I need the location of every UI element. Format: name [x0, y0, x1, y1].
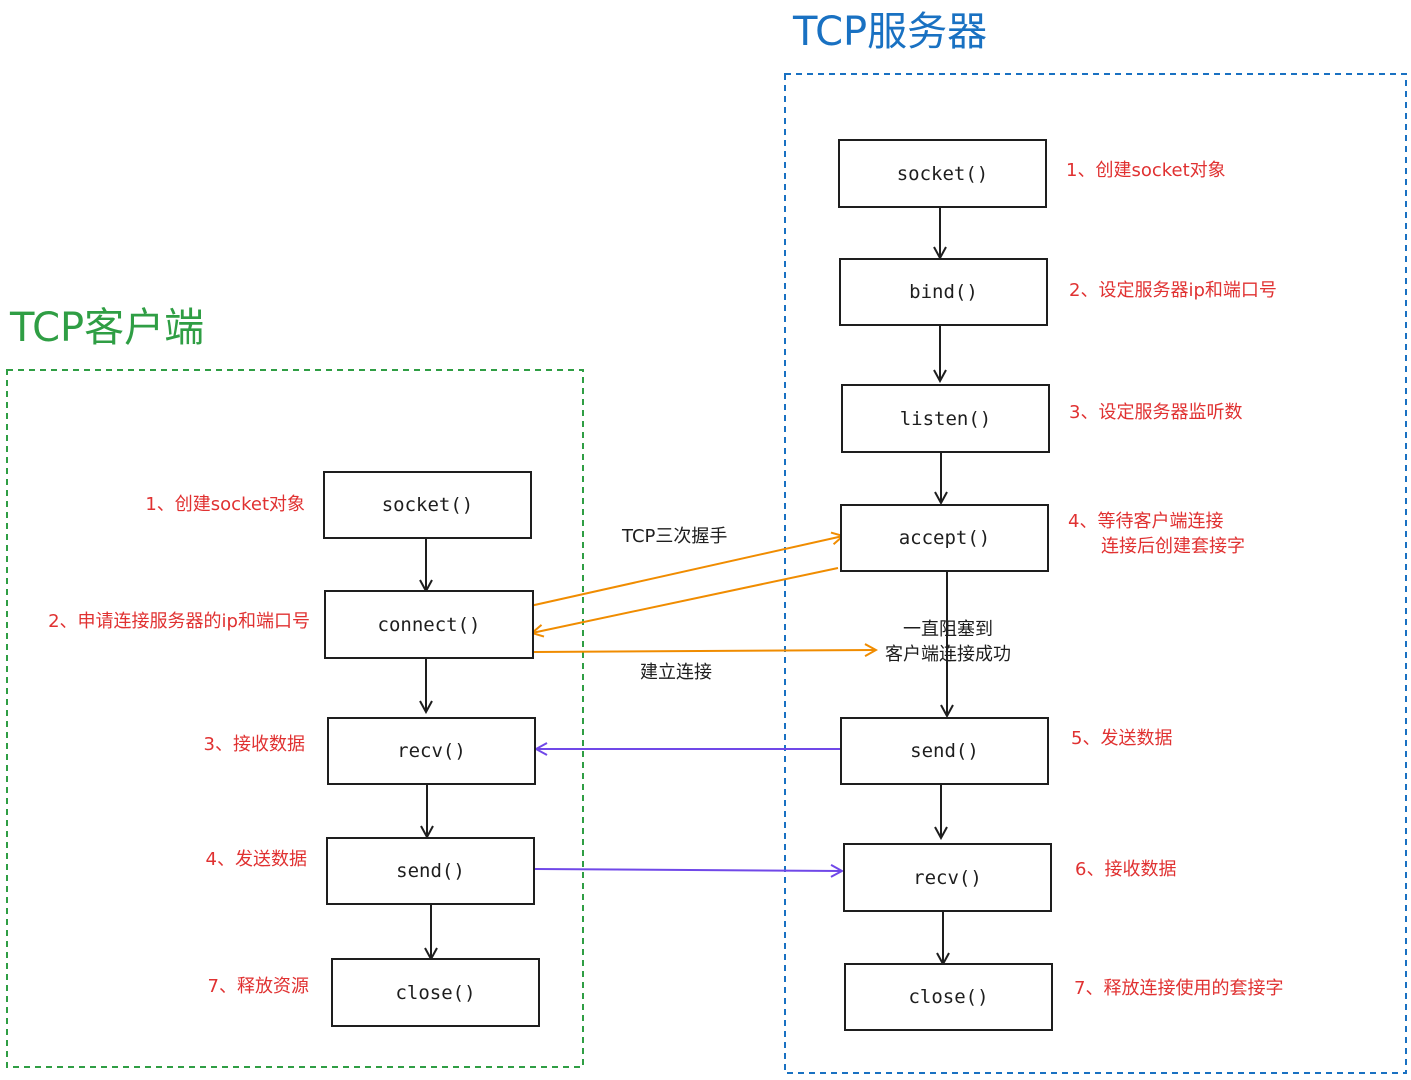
server-step-1: 1、创建socket对象	[1066, 160, 1226, 181]
handshake-arrow-syn	[529, 536, 843, 607]
server-close-box: close()	[844, 963, 1053, 1031]
client-recv-box: recv()	[327, 717, 536, 785]
client-close-box: close()	[331, 958, 540, 1027]
blocking-note-line-1: 一直阻塞到	[903, 619, 993, 640]
client-step-3: 3、接收数据	[203, 734, 305, 755]
handshake-label: TCP三次握手	[622, 526, 728, 547]
client-connect-box: connect()	[324, 590, 534, 659]
client-step-4: 4、发送数据	[205, 849, 307, 870]
server-step-7: 7、释放连接使用的套接字	[1074, 978, 1284, 999]
handshake-arrow-syn-ack	[532, 567, 839, 633]
server-listen-box: listen()	[841, 384, 1050, 453]
client-send-box: send()	[326, 837, 535, 905]
server-step-4-continued: 连接后创建套接字	[1101, 536, 1245, 557]
server-group-title: TCP服务器	[793, 9, 988, 55]
server-accept-box: accept()	[840, 504, 1049, 572]
server-step-4: 4、等待客户端连接	[1068, 511, 1224, 532]
client-socket-box: socket()	[323, 471, 532, 539]
server-send-box: send()	[840, 717, 1049, 785]
server-step-5: 5、发送数据	[1071, 728, 1173, 749]
client-group-title: TCP客户端	[10, 305, 205, 351]
server-step-2: 2、设定服务器ip和端口号	[1069, 280, 1277, 301]
data-arrow-client-send-to-server-recv	[534, 869, 842, 871]
connection-established-label: 建立连接	[640, 662, 712, 683]
client-group-border	[6, 369, 584, 1068]
server-group-border	[784, 73, 1407, 1074]
client-step-1: 1、创建socket对象	[145, 494, 305, 515]
handshake-arrow-ack	[533, 650, 876, 652]
client-step-7: 7、释放资源	[207, 976, 309, 997]
blocking-note-line-2: 客户端连接成功	[885, 644, 1011, 665]
server-step-6: 6、接收数据	[1075, 859, 1177, 880]
server-recv-box: recv()	[843, 843, 1052, 912]
server-socket-box: socket()	[838, 139, 1047, 208]
server-step-3: 3、设定服务器监听数	[1069, 402, 1243, 423]
server-bind-box: bind()	[839, 258, 1048, 326]
client-step-2: 2、申请连接服务器的ip和端口号	[48, 611, 310, 632]
